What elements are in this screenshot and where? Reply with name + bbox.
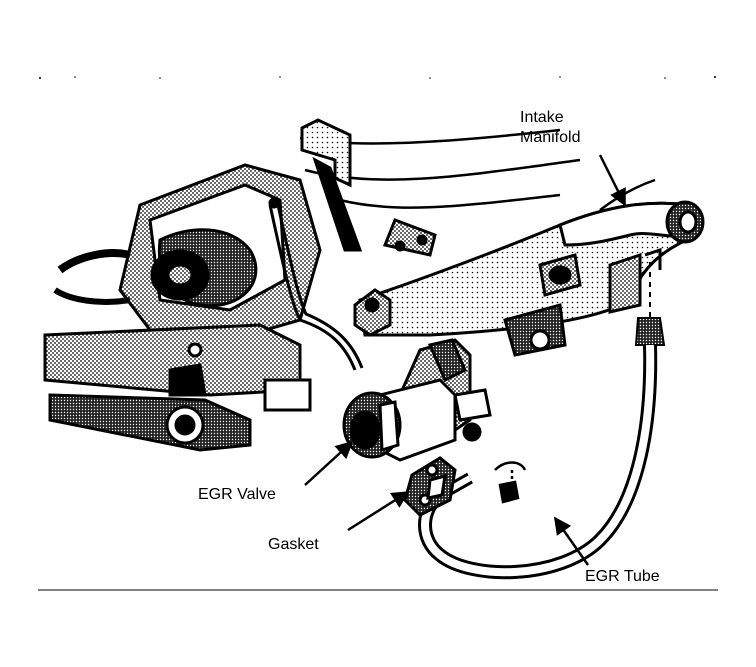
arrow-intake-manifold <box>598 154 627 207</box>
egr-tube-shape <box>418 344 658 580</box>
intake-manifold <box>358 178 705 357</box>
intake-manifold-label-line1: Intake <box>520 109 564 126</box>
egr-tube-label: EGR Tube <box>585 568 660 585</box>
egr-tube-bracket <box>494 461 527 504</box>
top-speckle <box>39 76 716 79</box>
arrow-egr-tube <box>553 516 590 566</box>
tube-fitting <box>634 317 666 346</box>
egr-valve-shape <box>342 338 492 462</box>
arrow-gasket <box>347 490 410 532</box>
arrow-egr-valve <box>304 440 354 486</box>
intake-manifold-label-line2: Manifold <box>520 129 581 146</box>
egr-valve-label: EGR Valve <box>198 486 276 503</box>
callout-arrows <box>304 154 627 566</box>
throttle-bracket <box>300 118 437 257</box>
intake-manifold-label: Intake Manifold <box>520 108 580 148</box>
vacuum-line <box>268 197 364 371</box>
gasket-label: Gasket <box>268 536 319 553</box>
lower-brackets <box>43 323 312 452</box>
manifold-stud <box>353 288 392 337</box>
gasket-shape <box>403 456 457 517</box>
